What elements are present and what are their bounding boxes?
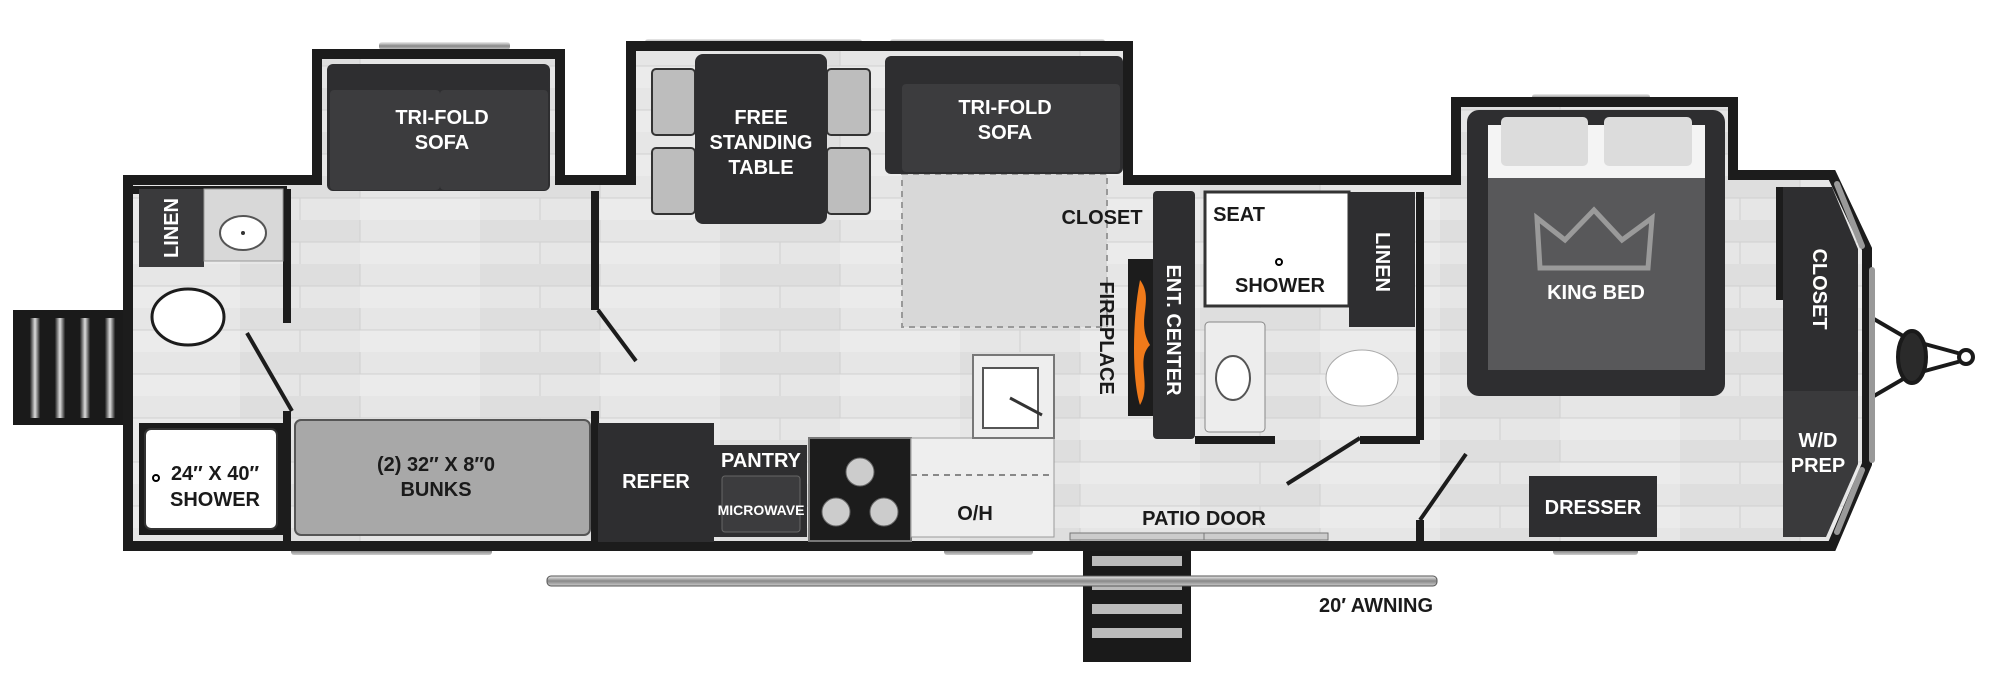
linen-rear-label: LINEN [1371, 232, 1393, 292]
linen-front-label: LINEN [161, 198, 183, 258]
table-label-line2: STANDING [710, 132, 813, 154]
dresser-label: DRESSER [1545, 497, 1642, 519]
closet-mid-label: CLOSET [1061, 207, 1142, 229]
awning-label: 20′ AWNING [1319, 595, 1433, 617]
dining-chairs [651, 68, 871, 215]
wd-prep: W/D PREP [1783, 391, 1858, 537]
toilet-front [150, 287, 226, 347]
fireplace-label: FIREPLACE [1095, 281, 1117, 394]
microwave-label: MICROWAVE [718, 502, 805, 518]
free-standing-table: FREE STANDING TABLE [695, 54, 827, 224]
bunks-label: BUNKS [400, 479, 471, 501]
patio-door-label: PATIO DOOR [1142, 508, 1266, 530]
table-label-line3: TABLE [728, 157, 793, 179]
closet-rear: CLOSET [1783, 187, 1858, 391]
pantry: PANTRY MICROWAVE [714, 445, 807, 537]
king-bed: KING BED [1467, 110, 1725, 396]
refrigerator: REFER [598, 423, 714, 542]
closet-rear-label: CLOSET [1808, 248, 1830, 329]
shower-rear: SEAT SHOWER [1203, 190, 1351, 308]
shower-front: 24″ X 40″ SHOWER [139, 423, 283, 535]
tri-fold-sofa-mid: TRI-FOLD SOFA [885, 56, 1123, 174]
shower-front-size: 24″ X 40″ [171, 463, 260, 485]
toilet-rear [1325, 349, 1399, 407]
tri-fold-sofa-front: TRI-FOLD SOFA [327, 64, 550, 191]
shower-rear-label: SHOWER [1235, 275, 1326, 297]
vanity-rear [1204, 321, 1266, 433]
crown-icon [1534, 206, 1655, 271]
kitchen-sink [972, 354, 1055, 439]
svg-text:24″ X 40″SHOWER: 24″ X 40″ SHOWER [170, 463, 261, 511]
counter: O/H [910, 437, 1055, 538]
awning: 20′ AWNING [546, 575, 1438, 617]
entertainment-center: ENT. CENTER [1153, 191, 1195, 439]
wd-prep-line2: PREP [1791, 455, 1845, 477]
doors [245, 308, 1468, 522]
sink-front [203, 188, 284, 262]
refer-label: REFER [622, 471, 690, 493]
rug-area [901, 173, 1108, 328]
bunks-size: (2) 32″ X 8″0 [377, 454, 495, 476]
sofa-front-label-line2: SOFA [415, 132, 469, 154]
wd-prep-line1: W/D [1799, 430, 1838, 452]
rear-steps [13, 310, 128, 425]
sofa-mid-label-line1: TRI-FOLD [958, 97, 1051, 119]
king-bed-label: KING BED [1547, 282, 1645, 304]
shower-front-label: SHOWER [170, 489, 261, 511]
rear-windows [1834, 181, 1875, 535]
pantry-label: PANTRY [721, 450, 802, 472]
linen-front: LINEN [139, 189, 204, 267]
sofa-mid-label-line2: SOFA [978, 122, 1032, 144]
table-label-line1: FREE [734, 107, 787, 129]
linen-rear: LINEN [1349, 192, 1415, 327]
seat-label: SEAT [1213, 204, 1265, 226]
ent-center-label: ENT. CENTER [1162, 264, 1184, 396]
dresser: DRESSER [1529, 476, 1657, 537]
sofa-front-label-line1: TRI-FOLD [395, 107, 488, 129]
stove [808, 437, 912, 542]
hitch [1865, 313, 1975, 402]
fireplace: FIREPLACE [1095, 259, 1153, 416]
patio-door: PATIO DOOR [1069, 508, 1329, 541]
overhead-label: O/H [957, 503, 993, 525]
